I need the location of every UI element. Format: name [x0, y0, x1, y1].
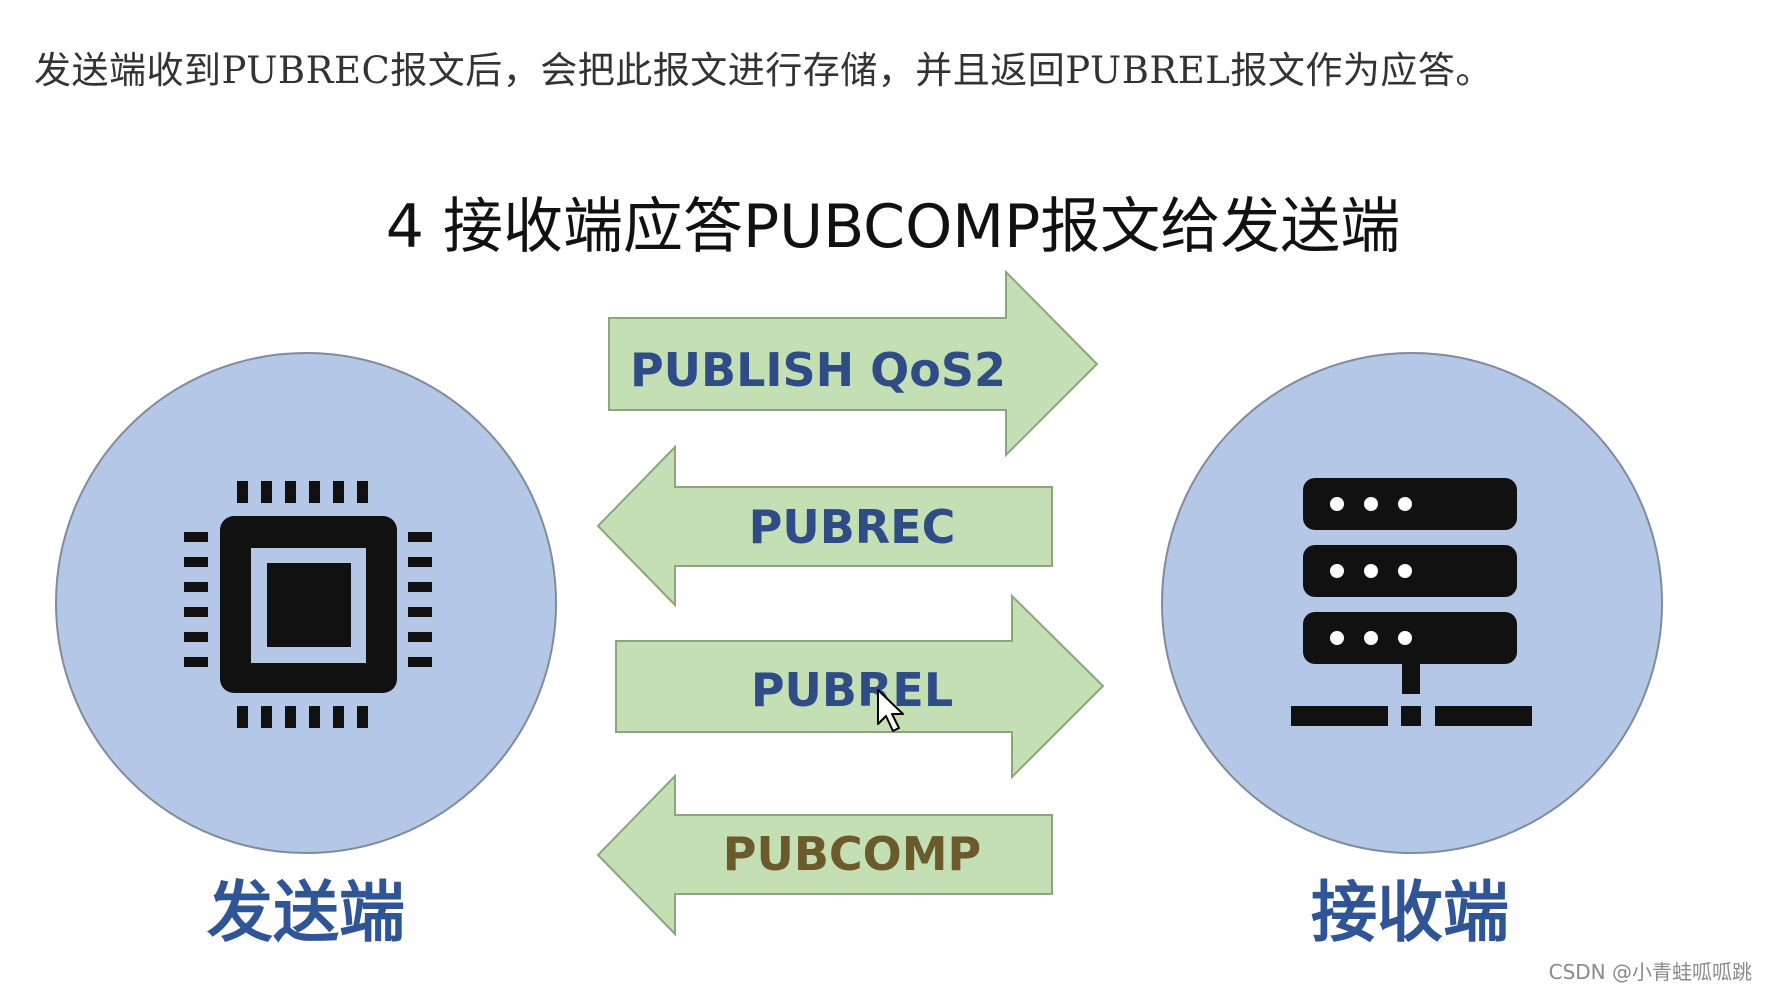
watermark: CSDN @小青蛙呱呱跳	[1548, 960, 1752, 984]
server-icon	[1291, 478, 1532, 726]
message-label-publish: PUBLISH QoS2	[630, 343, 1006, 397]
cpu-chip-icon	[184, 481, 432, 728]
sender-node: 发送端	[55, 352, 557, 951]
mouse-pointer-icon	[877, 689, 904, 732]
receiver-label: 接收端	[1311, 874, 1509, 951]
caption-text: 发送端收到PUBREC报文后，会把此报文进行存储，并且返回PUBREL报文作为应…	[34, 49, 1493, 92]
message-label-pubcomp: PUBCOMP	[723, 827, 981, 881]
message-label-pubrel: PUBREL	[751, 663, 953, 717]
sender-label: 发送端	[207, 874, 405, 951]
message-arrow-publish: PUBLISH QoS2	[608, 269, 1099, 458]
receiver-circle	[1161, 352, 1663, 854]
receiver-node: 接收端	[1161, 352, 1663, 951]
message-arrow-pubcomp: PUBCOMP	[596, 773, 1053, 937]
diagram-title: 4 接收端应答PUBCOMP报文给发送端	[385, 192, 1401, 262]
message-arrow-pubrel: PUBREL	[615, 593, 1105, 780]
message-arrow-pubrec: PUBREC	[596, 444, 1053, 608]
message-label-pubrec: PUBREC	[749, 500, 956, 554]
